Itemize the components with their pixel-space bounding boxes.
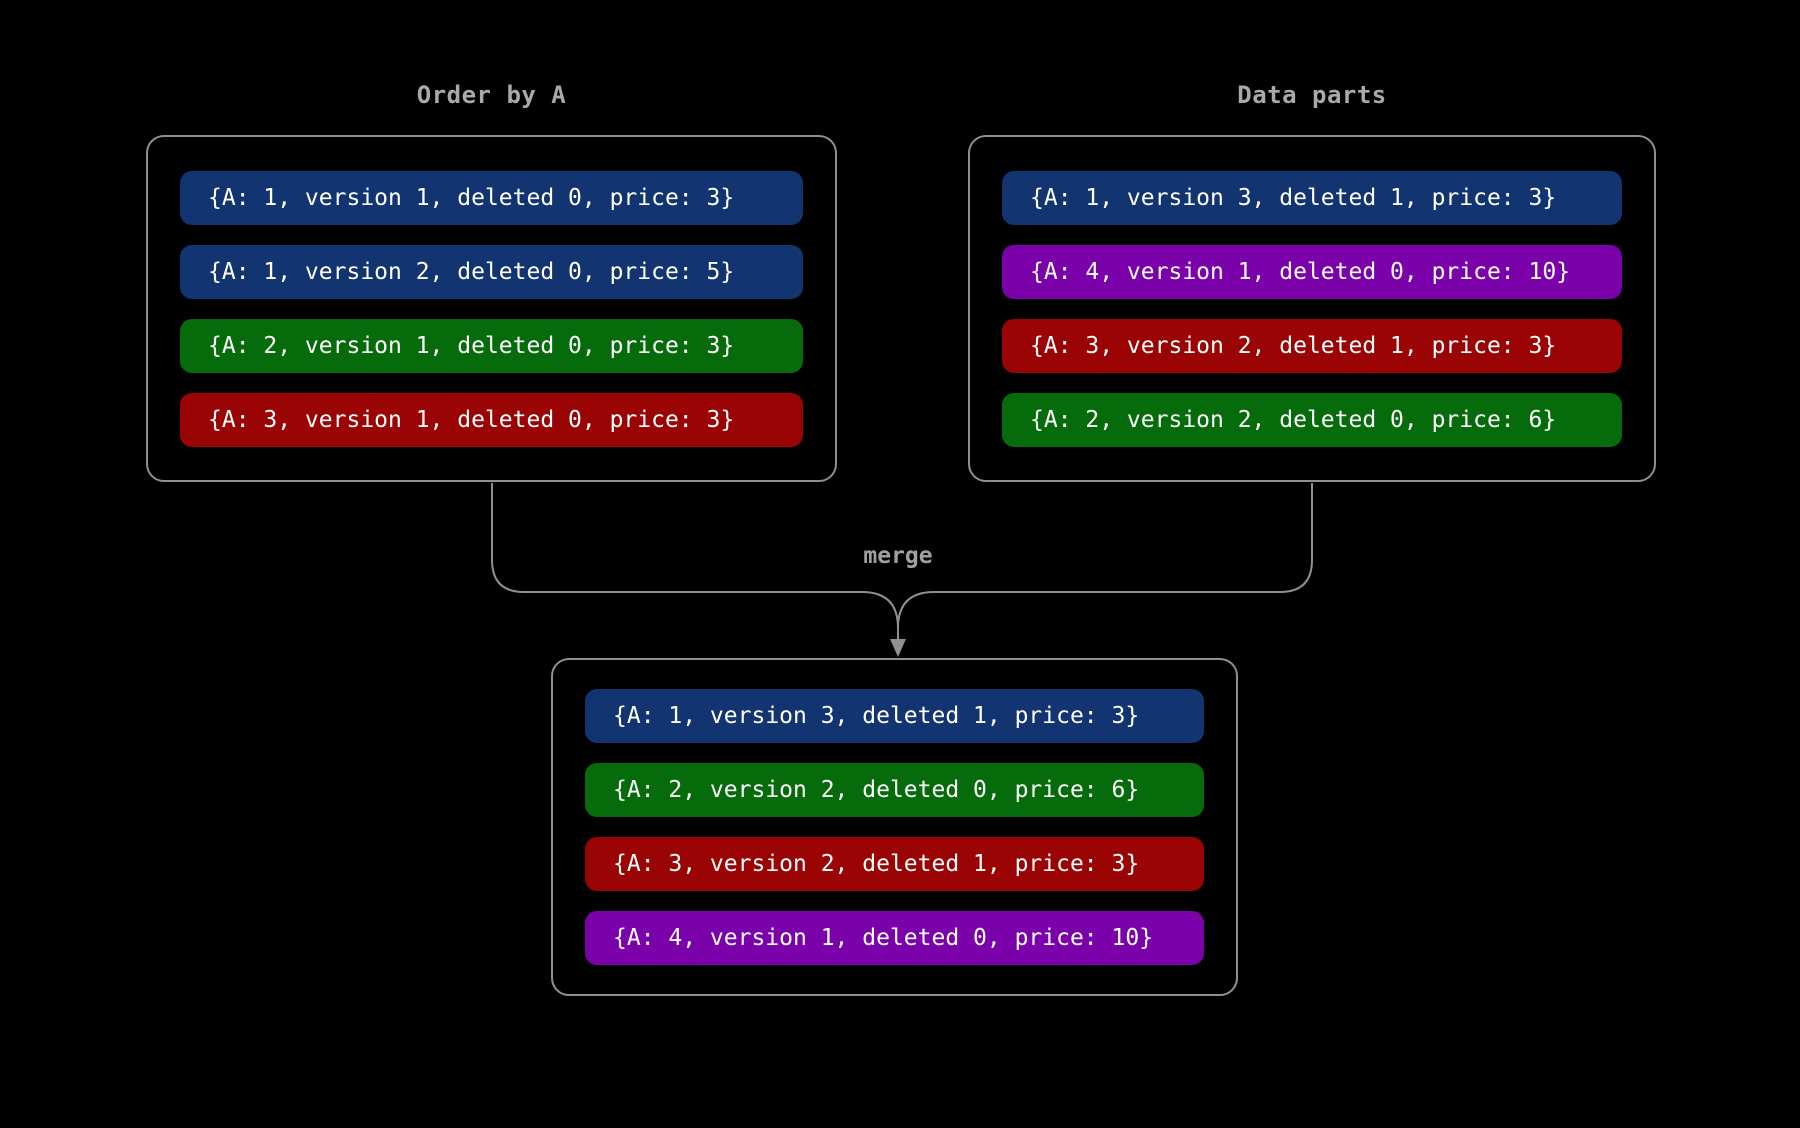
data-row: {A: 2, version 1, deleted 0, price: 3} [180, 318, 803, 373]
data-row: {A: 4, version 1, deleted 0, price: 10} [585, 911, 1204, 965]
data-row: {A: 3, version 2, deleted 1, price: 3} [1002, 318, 1622, 373]
merged-result-box: {A: 1, version 3, deleted 1, price: 3} {… [551, 658, 1238, 996]
data-row: {A: 1, version 2, deleted 0, price: 5} [180, 244, 803, 299]
data-row: {A: 1, version 1, deleted 0, price: 3} [180, 170, 803, 225]
data-parts-box: {A: 1, version 3, deleted 1, price: 3} {… [968, 135, 1656, 482]
left-panel-title: Order by A [416, 81, 567, 109]
data-row: {A: 3, version 1, deleted 0, price: 3} [180, 392, 803, 447]
right-panel-title: Data parts [1237, 81, 1387, 109]
order-by-a-box: {A: 1, version 1, deleted 0, price: 3} {… [146, 135, 837, 482]
data-row: {A: 3, version 2, deleted 1, price: 3} [585, 837, 1204, 891]
data-row: {A: 1, version 3, deleted 1, price: 3} [585, 689, 1204, 743]
data-row: {A: 1, version 3, deleted 1, price: 3} [1002, 170, 1622, 225]
data-row: {A: 4, version 1, deleted 0, price: 10} [1002, 244, 1622, 299]
data-row: {A: 2, version 2, deleted 0, price: 6} [1002, 392, 1622, 447]
arrowhead-icon [890, 639, 906, 657]
data-row: {A: 2, version 2, deleted 0, price: 6} [585, 763, 1204, 817]
merge-label: merge [863, 543, 933, 569]
